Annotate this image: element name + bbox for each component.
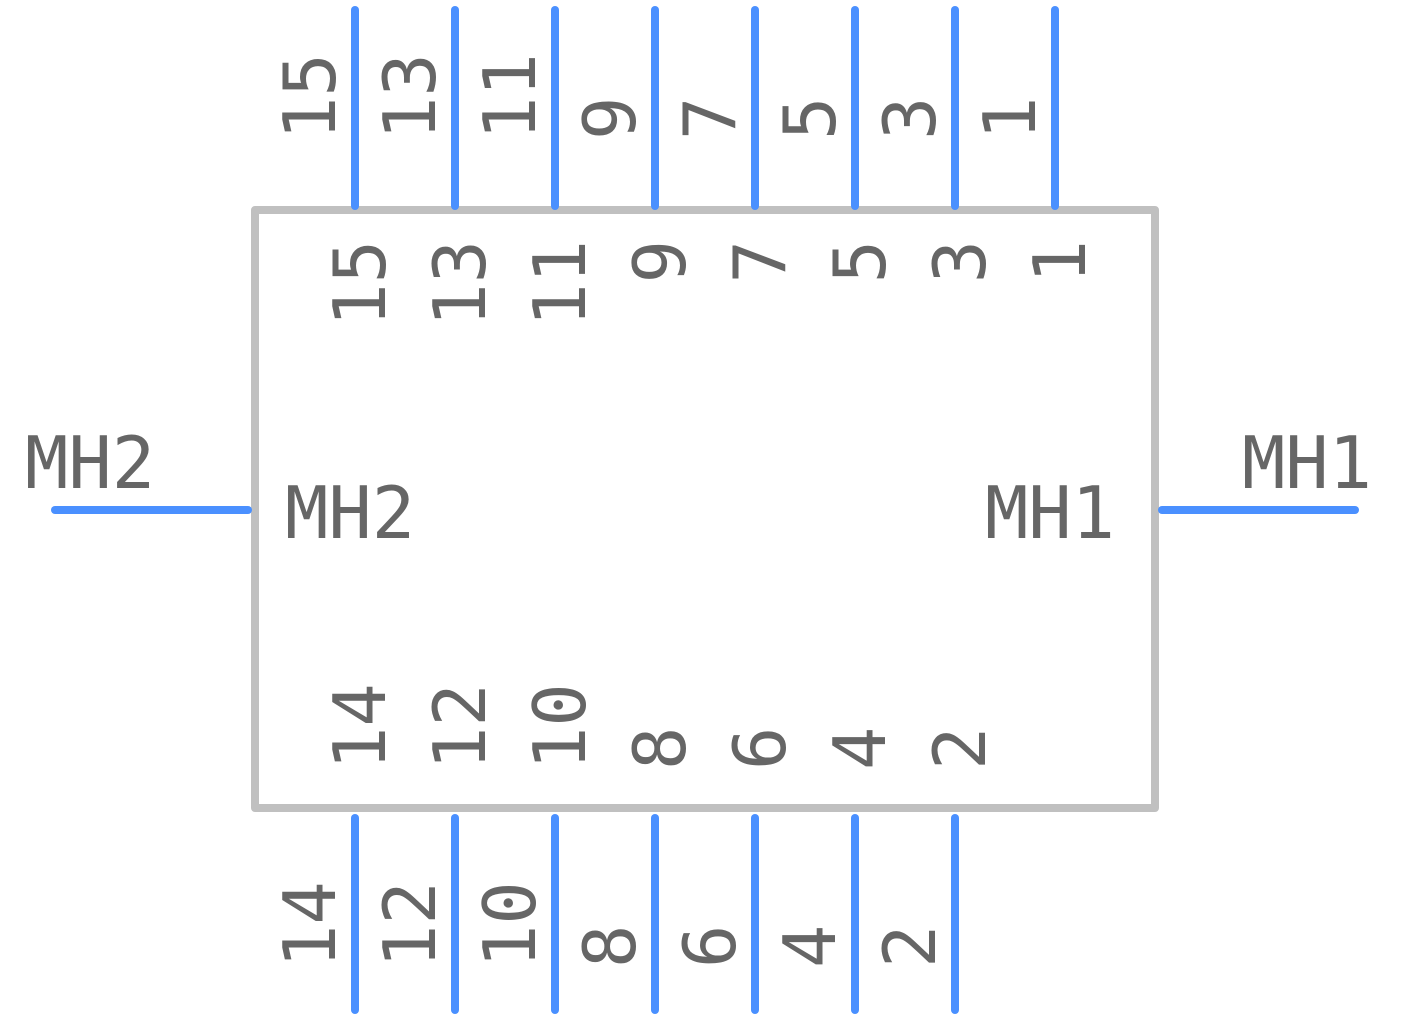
pins-layer: 1515131311119977553311141412121010886644…: [25, 6, 1372, 1014]
pin-10-name: 10: [518, 683, 602, 770]
pin-14-number: 14: [268, 881, 352, 968]
pin-mh2-name: MH2: [285, 471, 415, 555]
pin-14-name: 14: [318, 683, 402, 770]
pin-10-number: 10: [468, 881, 552, 968]
pin-13-name: 13: [418, 240, 502, 327]
pin-7-name: 7: [718, 240, 802, 283]
pin-8-name: 8: [618, 727, 702, 770]
pin-mh1-number: MH1: [1242, 421, 1372, 505]
pin-6-number: 6: [668, 925, 752, 968]
pin-9-number: 9: [568, 97, 652, 140]
pin-15-name: 15: [318, 240, 402, 327]
pin-12-name: 12: [418, 683, 502, 770]
pin-11-name: 11: [518, 240, 602, 327]
pin-2-name: 2: [918, 727, 1002, 770]
pin-5-number: 5: [768, 97, 852, 140]
pin-1-number: 1: [968, 97, 1052, 140]
pin-2-number: 2: [868, 925, 952, 968]
pin-9-name: 9: [618, 240, 702, 283]
pin-mh2-number: MH2: [25, 421, 155, 505]
pin-15-number: 15: [268, 53, 352, 140]
pin-3-name: 3: [918, 240, 1002, 283]
pin-7-number: 7: [668, 97, 752, 140]
pin-12-number: 12: [368, 881, 452, 968]
pin-11-number: 11: [468, 53, 552, 140]
pin-4-number: 4: [768, 925, 852, 968]
pin-5-name: 5: [818, 240, 902, 283]
pin-8-number: 8: [568, 925, 652, 968]
pin-6-name: 6: [718, 727, 802, 770]
pin-3-number: 3: [868, 97, 952, 140]
pin-mh1-name: MH1: [985, 471, 1115, 555]
component-body: [251, 206, 1159, 812]
pin-13-number: 13: [368, 53, 452, 140]
pin-1-name: 1: [1018, 240, 1102, 283]
pin-4-name: 4: [818, 727, 902, 770]
